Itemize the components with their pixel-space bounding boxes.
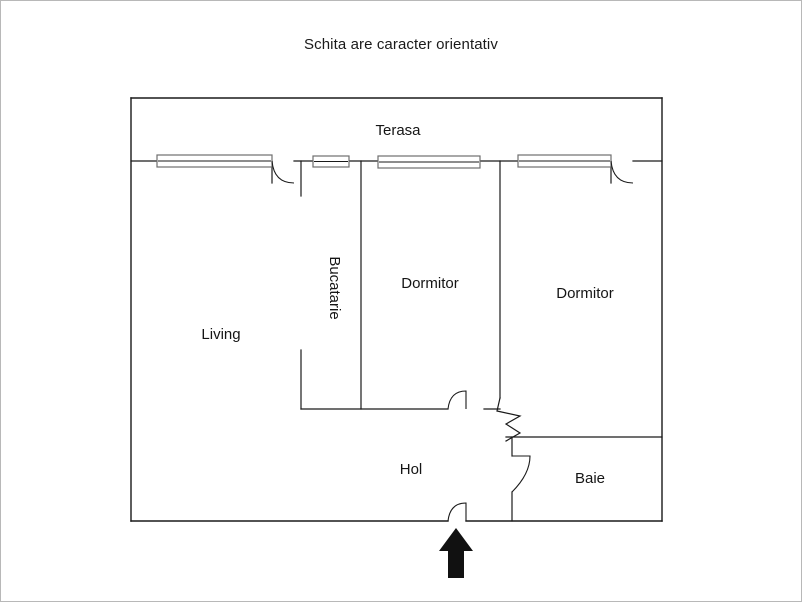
- door-living-terasa: [271, 160, 295, 184]
- door-entrance-arc: [447, 502, 467, 522]
- room-labels: Terasa Living Bucatarie Dormitor Dormito…: [201, 122, 613, 487]
- door-baie-arc: [511, 455, 531, 493]
- page-title: Schita are caracter orientativ: [304, 36, 498, 53]
- room-label-dormitor-2: Dormitor: [556, 285, 614, 302]
- room-label-hol: Hol: [400, 461, 423, 478]
- door-swings: [271, 160, 634, 522]
- outer-walls: [130, 97, 663, 522]
- door-dormitor2-terasa-arc: [610, 160, 634, 184]
- entrance-arrow-shape: [439, 528, 473, 578]
- room-label-living: Living: [201, 326, 240, 343]
- window-mullions: [158, 160, 610, 163]
- room-label-terasa: Terasa: [375, 122, 421, 139]
- wall-junction-jog: [496, 397, 522, 442]
- door-entrance: [447, 502, 467, 522]
- door-living-terasa-arc: [271, 160, 295, 184]
- facade-wall: [130, 160, 663, 184]
- door-dormitor1-hol-arc: [447, 390, 467, 410]
- room-label-baie: Baie: [575, 470, 605, 487]
- door-dormitor2-terasa: [610, 160, 634, 184]
- room-label-bucatarie: Bucatarie: [326, 256, 343, 319]
- interior-walls: [300, 160, 663, 522]
- door-dormitor1-hol: [447, 390, 467, 410]
- entrance-arrow: [439, 528, 473, 578]
- room-label-dormitor-1: Dormitor: [401, 275, 459, 292]
- door-baie: [511, 455, 531, 493]
